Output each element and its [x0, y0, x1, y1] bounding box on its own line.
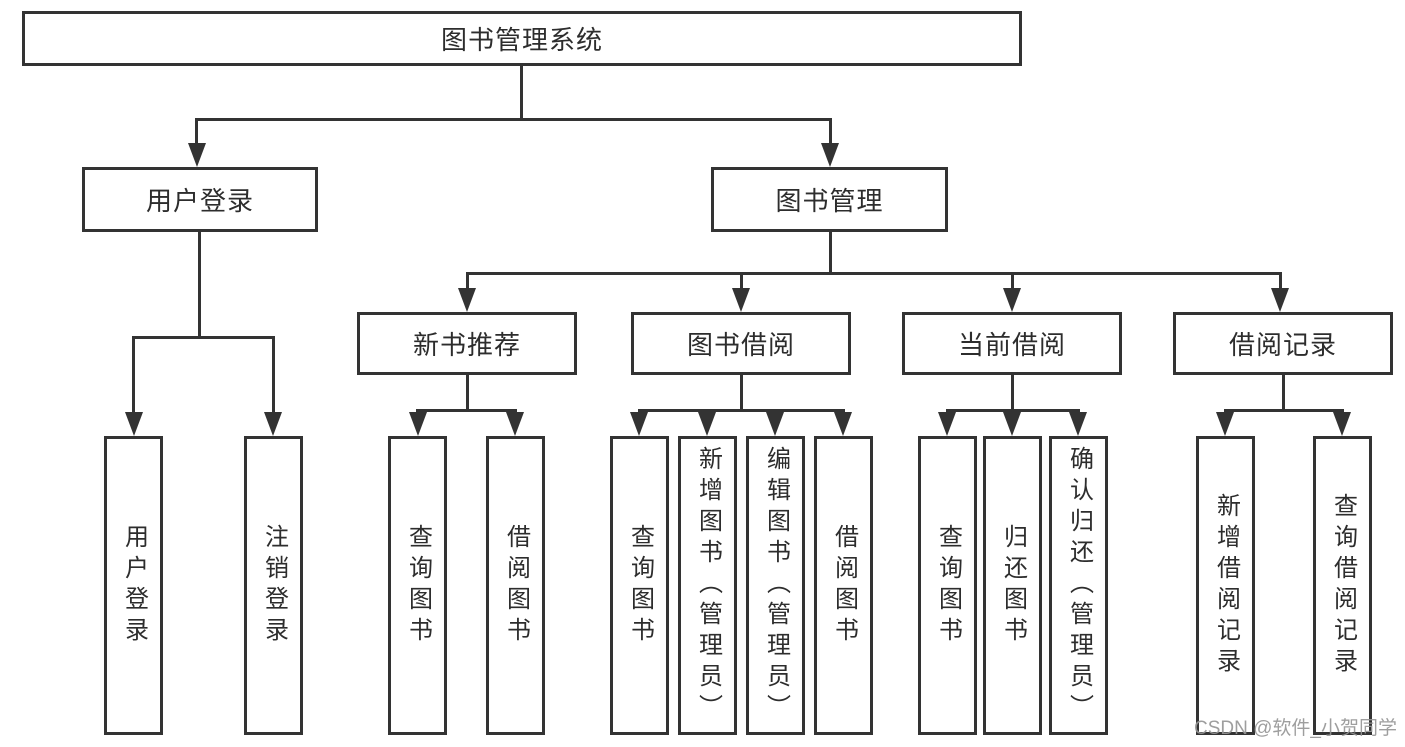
connector-line — [638, 409, 845, 412]
arrow-down-icon — [1216, 412, 1234, 436]
arrow-down-icon — [938, 412, 956, 436]
connector-line — [740, 375, 743, 412]
arrow-down-icon — [506, 412, 524, 436]
arrow-down-icon — [458, 288, 476, 312]
leaf-br-query-borrow-record: 查询借阅记录 — [1313, 436, 1372, 735]
leaf-user-login-label: 用户登录 — [120, 523, 148, 648]
arrow-down-icon — [698, 412, 716, 436]
leaf-logout: 注销登录 — [244, 436, 303, 735]
connector-line — [466, 272, 1282, 275]
leaf-cb-query-books-label: 查询图书 — [934, 523, 962, 648]
connector-line — [466, 375, 469, 412]
connector-line — [1011, 272, 1014, 290]
node-book-management-label: 图书管理 — [775, 186, 884, 216]
arrow-down-icon — [188, 143, 206, 167]
arrow-down-icon — [1333, 412, 1351, 436]
connector-line — [133, 336, 275, 339]
leaf-nbr-borrow-books: 借阅图书 — [486, 436, 545, 735]
csdn-watermark: CSDN @软件_小贺同学 — [1194, 718, 1397, 739]
leaf-br-query-borrow-record-label: 查询借阅记录 — [1329, 492, 1357, 679]
node-current-borrowing: 当前借阅 — [902, 312, 1122, 375]
leaf-cb-confirm-return-admin: 确认归还（管理员） — [1049, 436, 1108, 735]
arrow-down-icon — [264, 412, 282, 436]
leaf-bb-borrow-books: 借阅图书 — [814, 436, 873, 735]
connector-line — [1282, 375, 1285, 412]
node-user-login-label: 用户登录 — [145, 186, 254, 216]
leaf-bb-edit-books-admin: 编辑图书（管理员） — [746, 436, 805, 735]
arrow-down-icon — [766, 412, 784, 436]
connector-line — [272, 336, 275, 414]
node-root: 图书管理系统 — [22, 11, 1022, 66]
leaf-br-add-borrow-record: 新增借阅记录 — [1196, 436, 1255, 735]
node-borrowing-records-label: 借阅记录 — [1228, 330, 1337, 360]
arrow-down-icon — [630, 412, 648, 436]
node-book-borrowing: 图书借阅 — [631, 312, 851, 375]
leaf-cb-return-books: 归还图书 — [983, 436, 1042, 735]
leaf-cb-return-books-label: 归还图书 — [999, 523, 1027, 648]
node-book-borrowing-label: 图书借阅 — [686, 330, 795, 360]
arrow-down-icon — [821, 143, 839, 167]
leaf-bb-add-books-admin: 新增图书（管理员） — [678, 436, 737, 735]
connector-line — [1011, 375, 1014, 412]
arrow-down-icon — [409, 412, 427, 436]
connector-line — [196, 118, 832, 121]
arrow-down-icon — [1069, 412, 1087, 436]
leaf-user-login: 用户登录 — [104, 436, 163, 735]
leaf-br-add-borrow-record-label: 新增借阅记录 — [1212, 492, 1240, 679]
leaf-nbr-borrow-books-label: 借阅图书 — [502, 523, 530, 648]
node-user-login: 用户登录 — [82, 167, 318, 232]
connector-line — [195, 118, 198, 146]
arrow-down-icon — [1003, 412, 1021, 436]
node-root-label: 图书管理系统 — [440, 25, 603, 55]
node-new-book-recommendation: 新书推荐 — [357, 312, 577, 375]
leaf-bb-edit-books-admin-label: 编辑图书（管理员） — [762, 446, 790, 725]
connector-line — [417, 409, 517, 412]
leaf-nbr-query-books-label: 查询图书 — [404, 523, 432, 648]
connector-line — [829, 118, 832, 146]
connector-line — [1224, 409, 1344, 412]
node-borrowing-records: 借阅记录 — [1173, 312, 1393, 375]
arrow-down-icon — [1271, 288, 1289, 312]
leaf-bb-borrow-books-label: 借阅图书 — [830, 523, 858, 648]
leaf-bb-add-books-admin-label: 新增图书（管理员） — [694, 446, 722, 725]
connector-line — [520, 66, 523, 118]
connector-line — [466, 272, 469, 290]
leaf-cb-query-books: 查询图书 — [918, 436, 977, 735]
leaf-bb-query-books: 查询图书 — [610, 436, 669, 735]
connector-line — [740, 272, 743, 290]
node-book-management: 图书管理 — [711, 167, 948, 232]
arrow-down-icon — [1003, 288, 1021, 312]
arrow-down-icon — [834, 412, 852, 436]
connector-line — [198, 232, 201, 339]
arrow-down-icon — [125, 412, 143, 436]
leaf-bb-query-books-label: 查询图书 — [626, 523, 654, 648]
leaf-cb-confirm-return-admin-label: 确认归还（管理员） — [1065, 446, 1093, 725]
connector-line — [829, 232, 832, 275]
leaf-logout-label: 注销登录 — [260, 523, 288, 648]
connector-line — [132, 336, 135, 414]
connector-line — [1279, 272, 1282, 290]
arrow-down-icon — [732, 288, 750, 312]
node-current-borrowing-label: 当前借阅 — [957, 330, 1066, 360]
leaf-nbr-query-books: 查询图书 — [388, 436, 447, 735]
node-new-book-recommendation-label: 新书推荐 — [412, 330, 521, 360]
